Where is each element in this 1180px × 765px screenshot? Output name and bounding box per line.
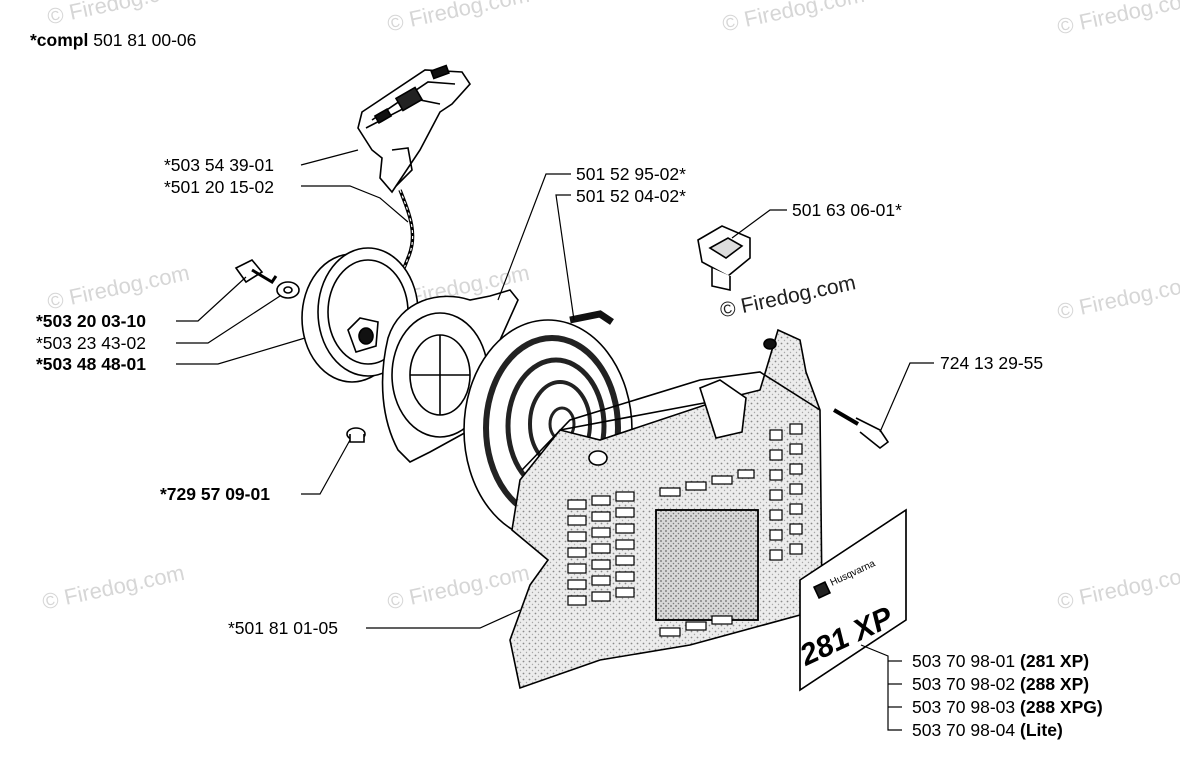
decal [799,508,907,692]
decal-variant-1: 503 70 98-01 (281 XP) [912,651,1089,671]
starter-cover [509,328,823,690]
decal-variant-3: 503 70 98-03 (288 XPG) [912,697,1103,717]
part-label-buffer: 501 63 06-01* [792,200,902,220]
part-label-spring-upper: 501 52 95-02* [576,164,686,184]
variant-number: 503 70 98-04 [912,720,1016,740]
part-label-pulley: *503 48 48-01 [36,354,146,374]
decal-variant-4: 503 70 98-04 (Lite) [912,720,1063,740]
part-label-washer: *503 23 43-02 [36,333,146,353]
compl-prefix: *compl [30,30,89,50]
variant-model: (288 XPG) [1020,697,1103,717]
starter-handle [357,64,472,194]
part-label-handle: *503 54 39-01 [164,155,274,175]
variant-number: 503 70 98-03 [912,697,1016,717]
leader-lines [176,149,934,731]
variant-model: (281 XP) [1020,651,1090,671]
part-label-bush: *729 57 09-01 [160,484,270,504]
variant-number: 503 70 98-02 [912,674,1016,694]
spring-housing [381,289,519,463]
part-label-rope: *501 20 15-02 [164,177,274,197]
part-label-cover: *501 81 01-05 [228,618,338,638]
variant-model: (288 XP) [1020,674,1090,694]
variant-model: (Lite) [1020,720,1063,740]
part-label-spring-lower: 501 52 04-02* [576,186,686,206]
bolt [832,408,890,450]
compl-number: 501 81 00-06 [93,30,197,50]
part-label-bolt: 724 13 29-55 [940,353,1044,373]
compl-label: *compl 501 81 00-06 [30,30,196,50]
bushing [346,427,366,443]
rubber-buffer [697,225,751,291]
part-label-screw: *503 20 03-10 [36,311,146,331]
screw [234,259,278,285]
variant-number: 503 70 98-01 [912,651,1016,671]
decal-variant-2: 503 70 98-02 (288 XP) [912,674,1089,694]
washer [276,281,300,299]
